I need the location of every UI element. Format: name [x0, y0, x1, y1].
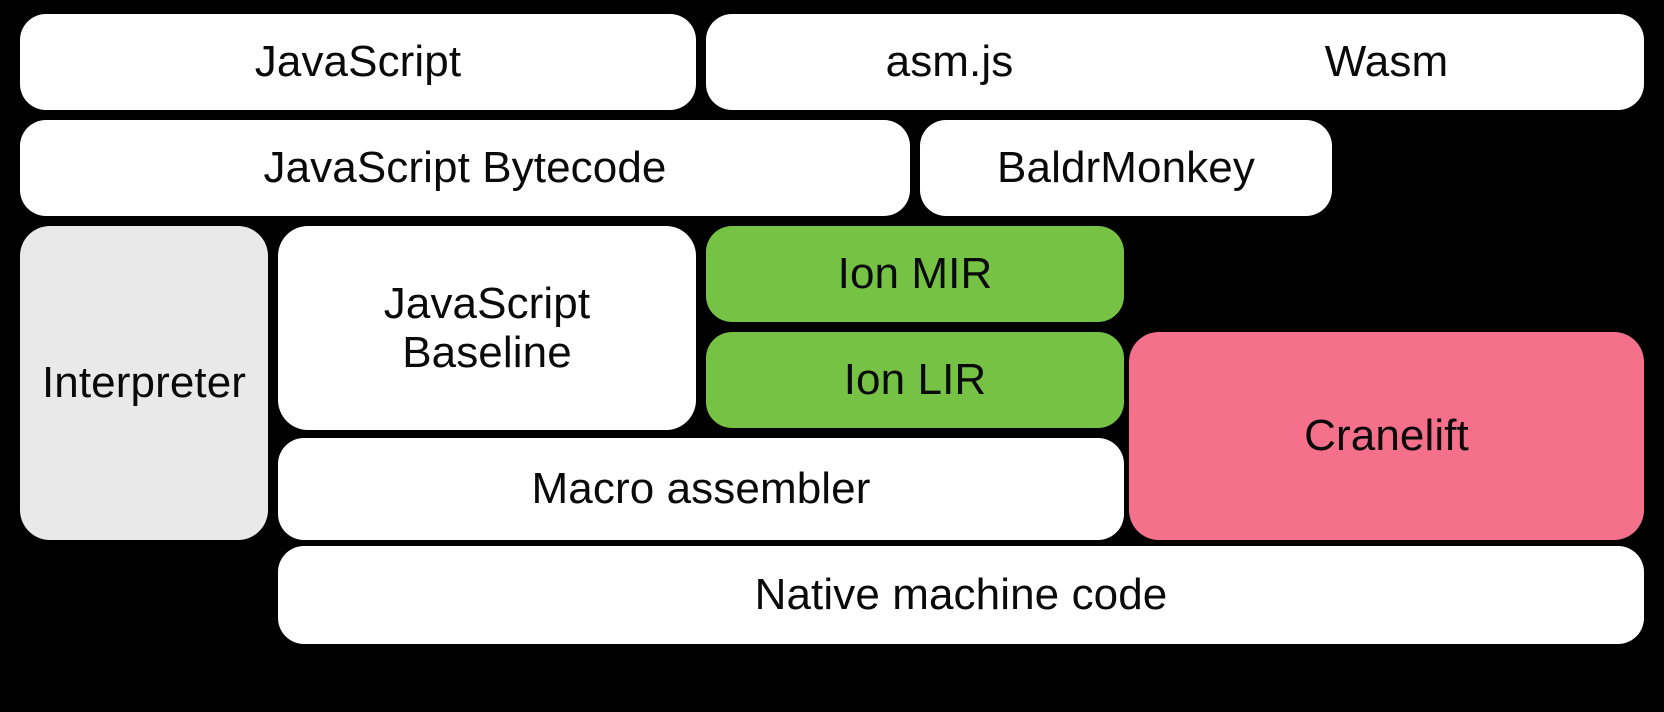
- node-javascript-bytecode[interactable]: JavaScript Bytecode: [20, 120, 910, 216]
- node-baldrmonkey[interactable]: BaldrMonkey: [920, 120, 1332, 216]
- node-interpreter[interactable]: Interpreter: [20, 226, 268, 540]
- node-asm-js[interactable]: asm.js: [706, 14, 1193, 110]
- node-macro-assembler[interactable]: Macro assembler: [278, 438, 1124, 540]
- node-ion-mir[interactable]: Ion MIR: [706, 226, 1124, 322]
- node-ion-lir[interactable]: Ion LIR: [706, 332, 1124, 428]
- node-cranelift[interactable]: Cranelift: [1129, 332, 1644, 540]
- node-javascript[interactable]: JavaScript: [20, 14, 696, 110]
- node-native-machine-code[interactable]: Native machine code: [278, 546, 1644, 644]
- node-wasm[interactable]: Wasm: [1129, 14, 1644, 110]
- node-javascript-baseline[interactable]: JavaScript Baseline: [278, 226, 696, 430]
